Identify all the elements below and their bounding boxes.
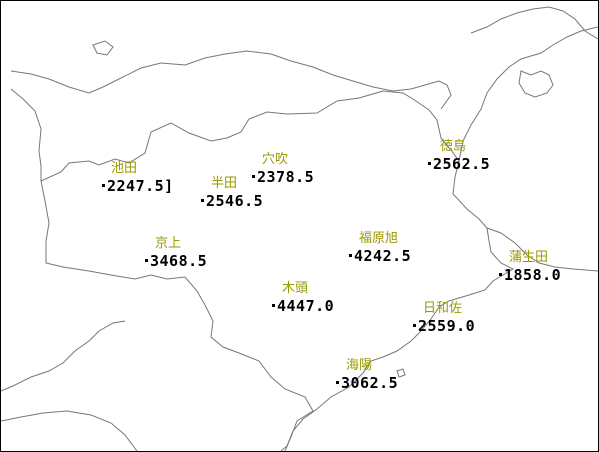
- station-marker-icon: [252, 175, 255, 178]
- station-marker-icon: [145, 259, 148, 262]
- station-name: 池田: [111, 161, 138, 176]
- coastline-west: [10, 88, 42, 181]
- station-name: 半田: [211, 176, 238, 191]
- station-value: 3468.5: [145, 253, 207, 269]
- island-shape-3: [396, 368, 406, 378]
- station-name: 穴吹: [262, 152, 289, 167]
- west-boundary: [40, 180, 314, 451]
- island-shape-2: [92, 40, 114, 56]
- station-name: 徳島: [440, 139, 467, 154]
- station-name: 京上: [155, 236, 182, 251]
- station-marker-icon: [201, 199, 204, 202]
- station-value: 2559.0: [413, 318, 475, 334]
- station-value: 2247.5]: [102, 178, 174, 194]
- station-value: 2546.5: [201, 193, 263, 209]
- station-value: 2378.5: [252, 169, 314, 185]
- island-shape: [518, 70, 554, 98]
- station-value: 4242.5: [349, 248, 411, 264]
- station-name: 海陽: [346, 358, 373, 373]
- station-marker-icon: [336, 381, 339, 384]
- station-name: 福原旭: [359, 231, 399, 246]
- station-name: 日和佐: [423, 301, 463, 316]
- coastline-southwest-2: [1, 410, 138, 451]
- station-marker-icon: [499, 273, 502, 276]
- station-marker-icon: [428, 162, 431, 165]
- station-value: 3062.5: [336, 375, 398, 391]
- coastline-southwest: [1, 320, 126, 392]
- station-marker-icon: [272, 304, 275, 307]
- coastline-north: [10, 50, 452, 110]
- coastline-northeast: [470, 6, 598, 40]
- station-value: 1858.0: [499, 267, 561, 283]
- station-value: 2562.5: [428, 156, 490, 172]
- station-name: 木頭: [282, 281, 309, 296]
- coastline-east-2: [486, 227, 598, 272]
- coastline-east: [458, 26, 598, 162]
- station-name: 蒲生田: [509, 250, 549, 265]
- station-marker-icon: [349, 254, 352, 257]
- station-value: 4447.0: [272, 298, 334, 314]
- prefecture-boundary: [40, 90, 515, 451]
- station-marker-icon: [413, 324, 416, 327]
- station-marker-icon: [102, 184, 105, 187]
